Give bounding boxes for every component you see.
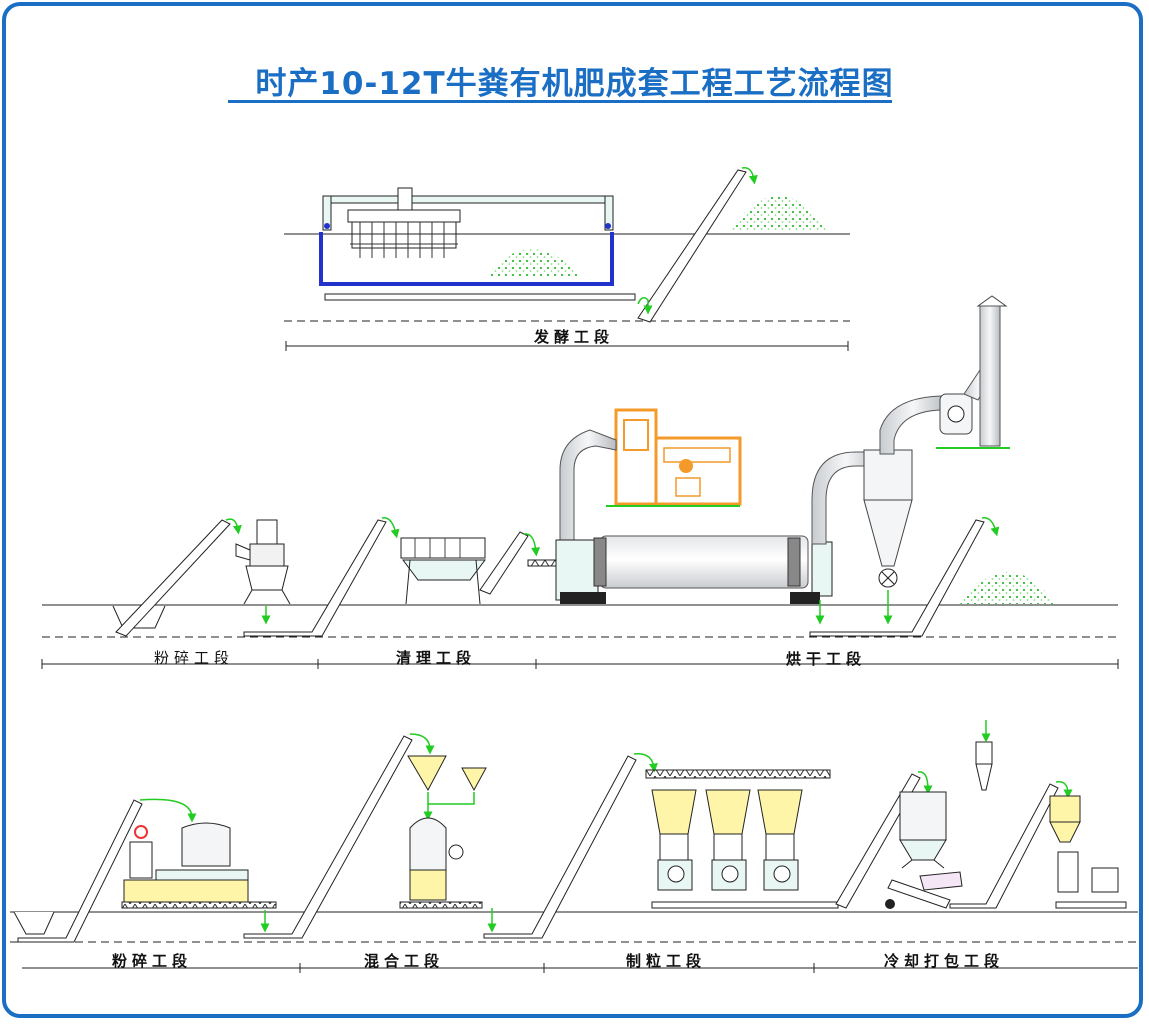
vertical-mixer <box>399 817 483 909</box>
belt-conveyor <box>651 901 839 909</box>
rotary-screen <box>400 537 486 605</box>
granulating-row <box>10 720 1138 973</box>
compost-pile <box>486 249 582 276</box>
inclined-conveyor <box>243 519 387 637</box>
compost-turner <box>322 187 614 258</box>
hot-air-duct <box>559 429 617 541</box>
batching-hopper <box>407 755 447 792</box>
inclined-conveyor <box>809 519 985 637</box>
drying-row <box>41 295 1119 669</box>
granulator-3 <box>757 789 803 891</box>
granulator-1 <box>651 789 697 891</box>
chimney <box>976 295 1008 447</box>
inclined-conveyor <box>479 531 529 595</box>
rotary-dryer <box>555 535 833 604</box>
section-label-fermentation: 发酵工段 <box>534 328 615 346</box>
section-label-cleaning: 清理工段 <box>396 649 477 667</box>
page-title: 时产10-12T牛粪有机肥成套工程工艺流程图 <box>255 66 894 102</box>
packing-machine <box>1049 795 1127 909</box>
section-label-cooling-packing: 冷却打包工段 <box>884 952 1005 970</box>
section-label-drying: 烘干工段 <box>786 650 867 668</box>
rotary-screener <box>919 871 963 891</box>
hot-air-furnace <box>606 408 742 507</box>
inclined-conveyor <box>637 169 747 323</box>
small-cyclone <box>975 720 993 791</box>
cyclone-separator <box>863 449 913 588</box>
inclined-conveyor <box>835 773 921 909</box>
inclined-conveyor <box>115 519 231 637</box>
fermentation-tank <box>319 232 614 286</box>
section-label-crushing-2: 粉碎工段 <box>112 952 193 970</box>
granulator-2 <box>705 789 751 891</box>
inclined-conveyor <box>17 799 143 943</box>
inclined-conveyor <box>949 783 1059 909</box>
screw-conveyor <box>887 879 951 909</box>
crusher-machine <box>235 519 291 605</box>
distribution-screw <box>645 769 831 779</box>
fermentation-section <box>284 167 850 351</box>
additive-hopper <box>461 767 487 792</box>
title-underline <box>228 100 892 103</box>
fan-duct <box>879 395 947 455</box>
inclined-conveyor <box>243 735 413 939</box>
inclined-conveyor <box>483 755 637 939</box>
compost-product-pile <box>728 196 828 232</box>
section-label-granulating: 制粒工段 <box>626 952 707 970</box>
section-label-mixing: 混合工段 <box>364 952 445 970</box>
fine-crusher <box>121 822 277 909</box>
counterflow-cooler <box>899 791 947 869</box>
belt-conveyor <box>324 293 636 301</box>
dried-product-pile <box>960 572 1056 604</box>
section-label-crushing-1: 粉碎工段 <box>154 649 235 667</box>
